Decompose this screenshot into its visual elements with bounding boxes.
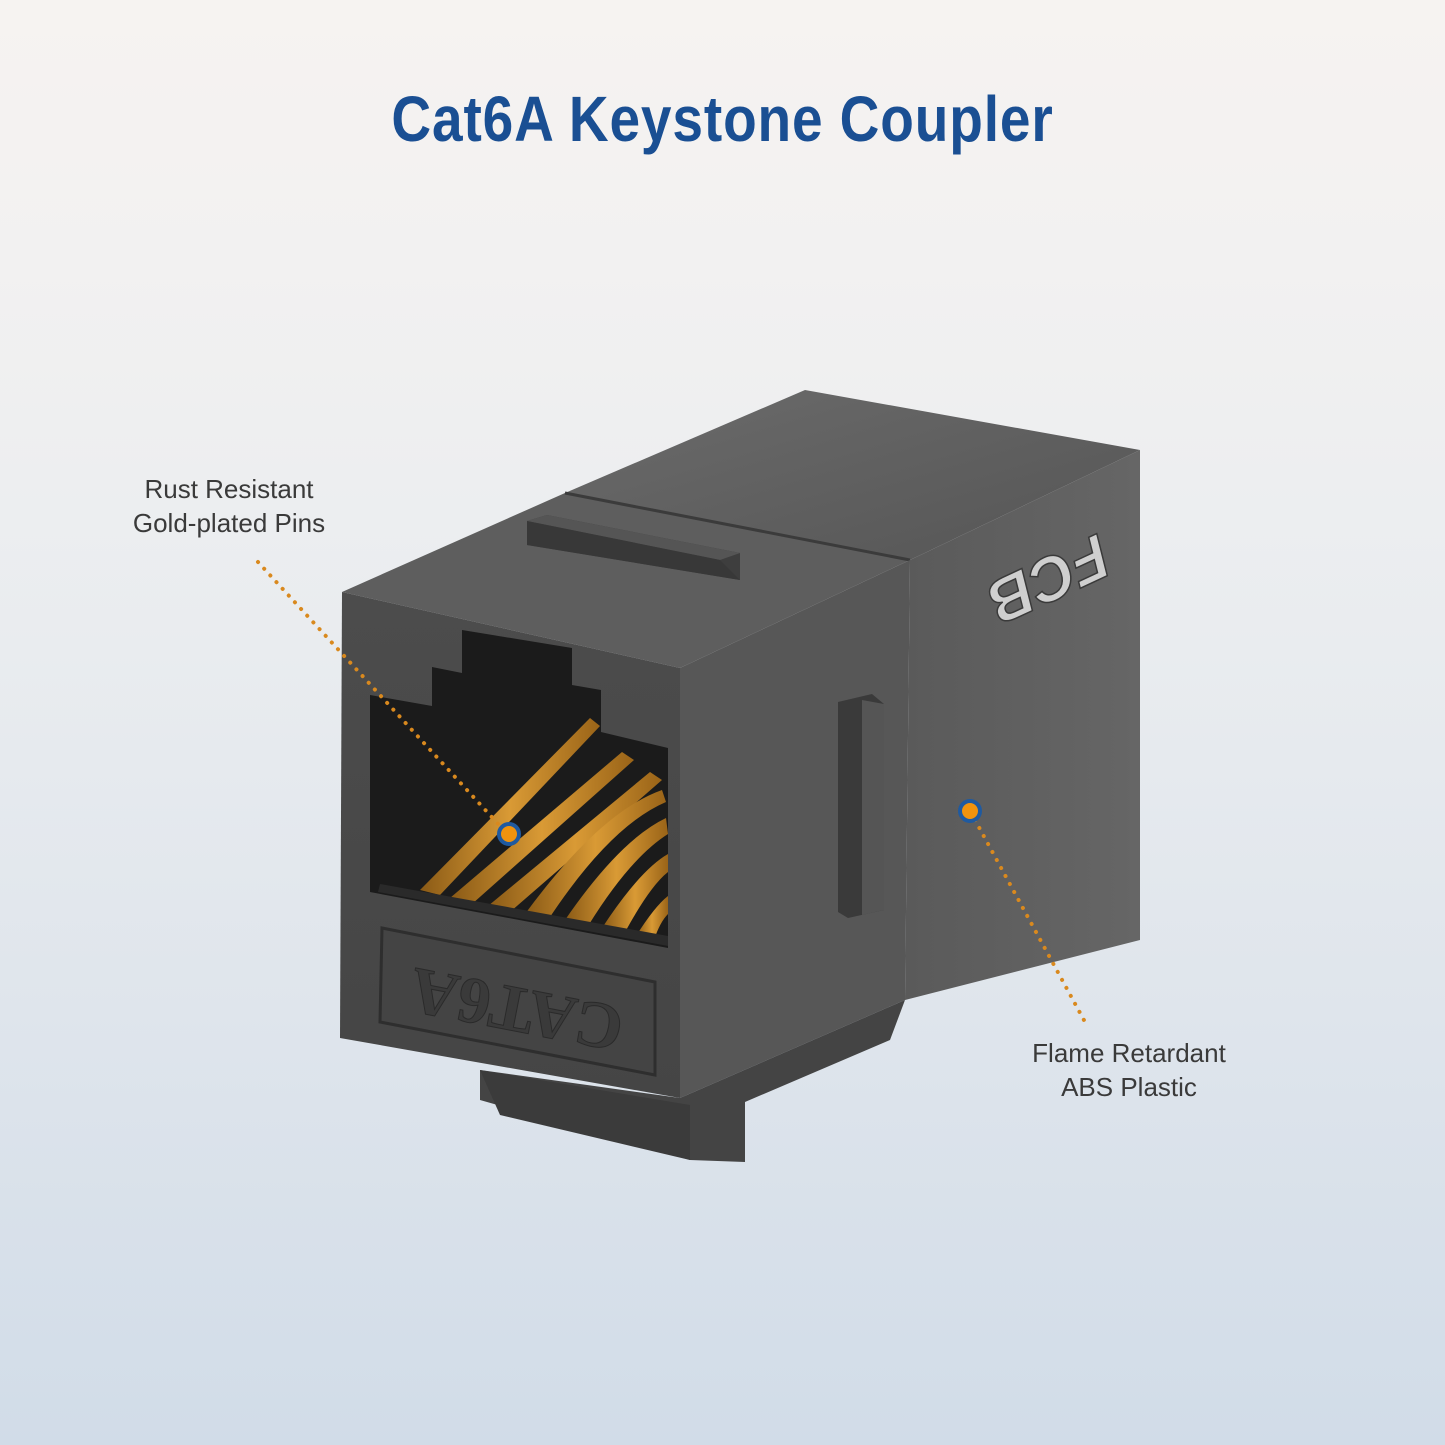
abs-marker-icon: [958, 799, 982, 823]
bottom-clip: [480, 1000, 905, 1162]
callout-abs-plastic: Flame Retardant ABS Plastic: [1000, 1036, 1258, 1104]
callout-gold-plated-pins: Rust Resistant Gold-plated Pins: [100, 472, 358, 540]
cat6a-label-plate: CAT6A: [378, 926, 657, 1077]
leader-line-pins: [256, 560, 521, 846]
callout-line-2: Gold-plated Pins: [132, 508, 326, 538]
pins-marker-icon: [497, 822, 521, 846]
rear-housing: FCB: [565, 390, 1140, 1000]
callout-line-2: ABS Plastic: [1061, 1072, 1197, 1102]
rj45-port: [370, 630, 668, 948]
front-housing: CAT6A: [340, 491, 911, 1162]
gold-plated-pins: [378, 718, 668, 946]
callout-line-1: Rust Resistant: [144, 474, 314, 504]
side-latch: [838, 694, 884, 918]
page-title: Cat6A Keystone Coupler: [391, 83, 1054, 155]
callout-line-1: Flame Retardant: [1032, 1038, 1226, 1068]
leader-line-abs: [958, 799, 1087, 1024]
top-latch-tab: [527, 515, 740, 580]
